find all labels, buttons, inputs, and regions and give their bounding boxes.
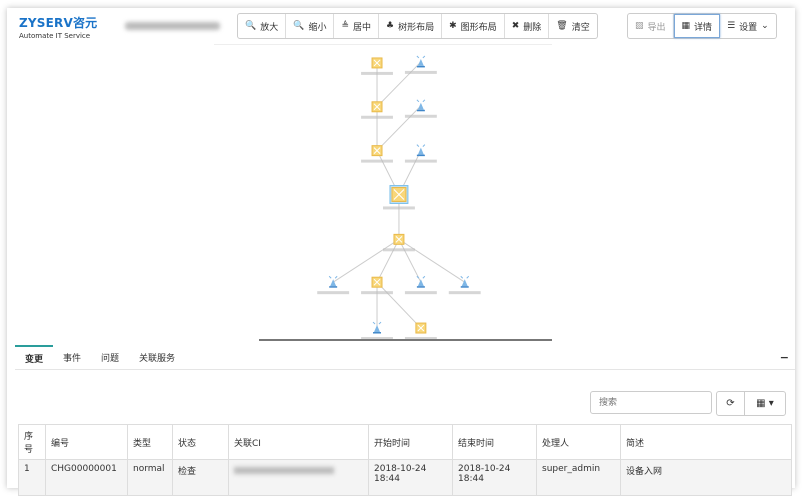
label: 导出 [647,22,666,33]
center-button[interactable]: ≜居中 [334,14,380,38]
cell-type: normal [127,459,173,496]
switch-node-icon[interactable] [361,145,393,163]
ci-blurred [234,467,334,474]
graph-edge [376,105,422,151]
tab-related-services[interactable]: 关联服务 [139,353,176,364]
details-button[interactable]: ▦详情 [673,14,721,38]
graph-edge [398,239,422,283]
table-header: 序号 编号 类型 状态 关联CI 开始时间 结束时间 处理人 简述 [18,424,792,460]
refresh-icon[interactable]: ⟳ [717,392,745,415]
switch-node-icon[interactable] [361,57,393,75]
zoom-in-icon: 🔍 [245,21,257,31]
col-type: 类型 [127,424,173,460]
graph-edge [376,239,400,283]
logo: ZYSERV咨元 Automate IT Service [19,14,97,40]
label: 详情 [694,22,713,33]
zoom-in-button[interactable]: 🔍放大 [238,14,287,38]
col-start: 开始时间 [368,424,453,460]
label: 居中 [353,22,372,33]
col-ci: 关联CI [228,424,369,460]
graph-toolbar: 🔍放大 🔍缩小 ≜居中 ♣树形布局 ✱图形布局 ✖删除 🗑清空 [237,13,598,39]
brand-name: ZYSERV [19,16,73,30]
zoom-out-icon: 🔍 [293,21,305,31]
col-end: 结束时间 [452,424,537,460]
col-handler: 处理人 [536,424,621,460]
cell-handler: super_admin [536,459,621,496]
tab-problems[interactable]: 问题 [101,353,120,364]
topology-graph[interactable] [214,44,552,341]
switch-node-icon[interactable] [383,185,415,210]
export-button[interactable]: ▨导出 [628,14,674,38]
antenna-node-icon[interactable] [404,144,437,163]
label: 放大 [260,22,279,33]
table-icon: ▦ [681,21,691,31]
columns-dropdown[interactable]: ▦ ▾ [745,392,785,415]
topology-window: ZYSERV咨元 Automate IT Service 🔍放大 🔍缩小 ≜居中… [7,8,795,496]
page-title-blurred [125,22,220,30]
brand-cn: 咨元 [72,16,98,30]
cell-end: 2018-10-24 18:44 [452,459,537,496]
switch-node-icon[interactable] [361,101,393,119]
label: 树形布局 [398,22,435,33]
delete-button[interactable]: ✖删除 [505,14,550,38]
trash-icon: 🗑 [556,21,568,31]
settings-dropdown[interactable]: ☰设置⌄ [720,14,776,38]
cell-ci [228,459,369,496]
label: 清空 [571,22,590,33]
col-index: 序号 [18,424,46,460]
close-icon: ✖ [511,21,520,31]
cell-summary: 设备入网 [620,459,792,496]
graph-edge [376,281,422,329]
clear-button[interactable]: 🗑清空 [549,14,596,38]
graph-edge [376,61,422,108]
antenna-node-icon[interactable] [404,275,437,295]
collapse-button[interactable]: − [779,351,789,364]
grid-icon: ▦ [756,398,766,409]
sliders-icon: ☰ [727,21,736,31]
table-row[interactable]: 1 CHG00000001 normal 检查 2018-10-24 18:44… [18,459,792,496]
switch-node-icon[interactable] [361,276,393,295]
switch-node-icon[interactable] [404,322,437,341]
search-input[interactable] [590,391,712,414]
chevron-down-icon: ⌄ [761,21,769,31]
table-tools: ⟳ ▦ ▾ [716,391,786,416]
graph-scrollbar[interactable] [259,339,552,341]
changes-table: 序号 编号 类型 状态 关联CI 开始时间 结束时间 处理人 简述 1 CHG0… [18,424,792,496]
col-summary: 简述 [620,424,792,460]
graph-edge [332,238,400,283]
antenna-node-icon[interactable] [404,99,437,118]
tree-layout-button[interactable]: ♣树形布局 [379,14,443,38]
col-code: 编号 [45,424,128,460]
center-icon: ≜ [341,21,350,31]
cell-index: 1 [18,459,46,496]
antenna-node-icon[interactable] [404,55,437,74]
label: 缩小 [308,22,327,33]
image-icon: ▨ [635,21,644,31]
switch-node-icon[interactable] [383,233,415,252]
circle-layout-button[interactable]: ✱图形布局 [442,14,505,38]
bottom-tabs: 变更 事件 问题 关联服务 [15,345,795,370]
zoom-out-button[interactable]: 🔍缩小 [286,14,335,38]
antenna-node-icon[interactable] [317,275,350,295]
label: 删除 [523,22,542,33]
cell-code: CHG00000001 [45,459,128,496]
cell-start: 2018-10-24 18:44 [368,459,453,496]
graph-edge [398,238,465,283]
asterisk-icon: ✱ [449,21,457,31]
tab-incidents[interactable]: 事件 [63,353,82,364]
col-status: 状态 [172,424,229,460]
view-toolbar: ▨导出 ▦详情 ☰设置⌄ [627,13,777,39]
antenna-node-icon[interactable] [361,321,393,341]
cell-status: 检查 [172,459,229,496]
label: 图形布局 [460,22,497,33]
tagline: Automate IT Service [19,32,91,40]
tab-changes[interactable]: 变更 [15,345,54,369]
caret-down-icon: ▾ [768,398,774,409]
tree-icon: ♣ [386,21,395,31]
antenna-node-icon[interactable] [448,275,481,295]
label: 设置 [739,22,758,33]
